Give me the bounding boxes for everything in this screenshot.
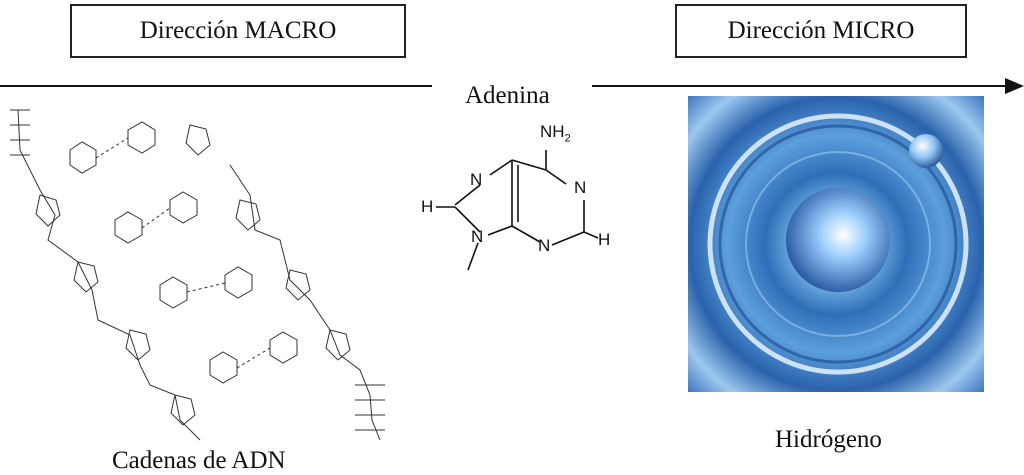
macro-direction-label: Dirección MACRO [139, 17, 337, 44]
orbit-ring [707, 113, 969, 375]
dna-strands-illustration [10, 109, 385, 441]
hydrogen-caption: Hidrógeno [775, 426, 882, 453]
atom-h-2: H [598, 230, 611, 249]
adenine-structure [436, 150, 599, 271]
atom-n-2: N [574, 178, 587, 197]
nucleus [786, 188, 890, 292]
direction-arrow [0, 78, 1024, 441]
hydrogen-atom-image [688, 96, 984, 392]
hydrogen-orbit-graphic [707, 113, 969, 375]
micro-direction-box: Dirección MICRO [675, 4, 967, 58]
arrow-head [1005, 78, 1024, 94]
micro-direction-label: Dirección MICRO [727, 17, 915, 44]
amine-label: NH2 [540, 122, 571, 145]
electron [909, 134, 943, 168]
atom-n-3: N [471, 227, 484, 246]
atom-h-1: H [421, 197, 434, 216]
atom-n-4: N [538, 236, 551, 255]
dna-caption: Cadenas de ADN [112, 447, 286, 474]
atom-n-1: N [470, 170, 483, 189]
adenine-title: Adenina [465, 82, 550, 109]
macro-direction-box: Dirección MACRO [70, 4, 406, 58]
